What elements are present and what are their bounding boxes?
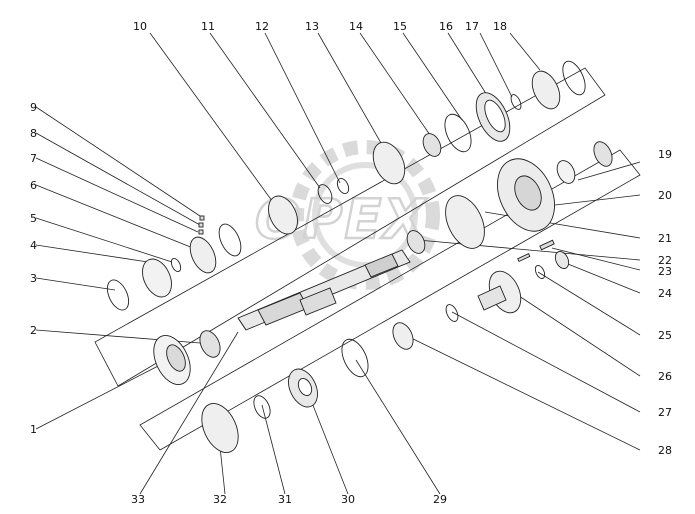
callout-12: 12 <box>255 20 269 33</box>
callout-13: 13 <box>305 20 319 33</box>
callout-26: 26 <box>658 370 672 383</box>
part-13-gear <box>372 141 406 185</box>
part-17-snap-ring <box>510 94 522 110</box>
callout-3: 3 <box>30 272 37 285</box>
callout-4: 4 <box>30 239 37 252</box>
callout-6: 6 <box>30 179 37 192</box>
parts <box>106 60 613 453</box>
upper-group-frame <box>94 67 606 387</box>
group-frames <box>94 67 641 451</box>
callout-7: 7 <box>30 152 37 165</box>
callout-2: 2 <box>30 324 37 337</box>
part-9-pin <box>199 215 205 221</box>
callout-1: 1 <box>30 423 37 436</box>
callout-24: 24 <box>658 287 672 300</box>
part-23-bearing <box>554 251 570 269</box>
callout-18: 18 <box>493 20 507 33</box>
callout-22: 22 <box>658 254 672 267</box>
part-29-gear <box>392 322 414 350</box>
callout-27: 27 <box>658 406 672 419</box>
callout-29: 29 <box>433 493 447 506</box>
callout-32: 32 <box>213 493 227 506</box>
callout-15: 15 <box>393 20 407 33</box>
part-11-gear <box>268 195 298 235</box>
callout-19: 19 <box>658 148 672 161</box>
part-10-ring <box>218 223 242 257</box>
part-30-snap-ring <box>341 338 369 378</box>
callout-5: 5 <box>30 212 37 225</box>
callout-31: 31 <box>278 493 292 506</box>
callout-23: 23 <box>658 265 672 278</box>
callout-21: 21 <box>658 232 672 245</box>
part-3-ring <box>106 279 130 311</box>
part-26-pin <box>517 253 531 263</box>
callout-28: 28 <box>658 444 672 457</box>
callout-20: 20 <box>658 189 672 202</box>
main-shaft <box>237 249 411 331</box>
part-18-ring <box>562 60 586 96</box>
callout-9: 9 <box>30 101 37 114</box>
part-6-gear <box>189 236 217 274</box>
callout-8: 8 <box>30 127 37 140</box>
part-15-ring <box>444 113 472 153</box>
part-5-ring <box>170 257 182 273</box>
part-25-washer <box>534 264 546 280</box>
part-2-bearing <box>199 330 221 358</box>
part-12-ring <box>317 184 333 204</box>
part-22-bearing <box>406 230 426 254</box>
callouts: 1 2 3 4 5 6 7 8 9 10 11 12 13 14 15 16 1… <box>30 20 672 506</box>
callout-33: 33 <box>131 493 145 506</box>
part-18-gear <box>531 70 561 110</box>
lower-group-frame <box>139 149 641 451</box>
part-21-gear <box>445 195 485 249</box>
part-7-pin <box>198 229 204 235</box>
callout-17: 17 <box>465 20 479 33</box>
callout-30: 30 <box>341 493 355 506</box>
callout-25: 25 <box>658 329 672 342</box>
part-4-gear <box>142 258 172 298</box>
part-8-pin <box>198 222 204 228</box>
part-33-gear <box>201 403 239 453</box>
callout-10: 10 <box>133 20 147 33</box>
callout-14: 14 <box>349 20 363 33</box>
part-24-pin <box>539 239 555 251</box>
callout-16: 16 <box>439 20 453 33</box>
part-19-sleeve <box>556 160 576 184</box>
callout-11: 11 <box>201 20 215 33</box>
part-32-washer <box>253 395 271 419</box>
part-14-bearing <box>422 133 442 157</box>
part-28-washer <box>445 304 459 322</box>
